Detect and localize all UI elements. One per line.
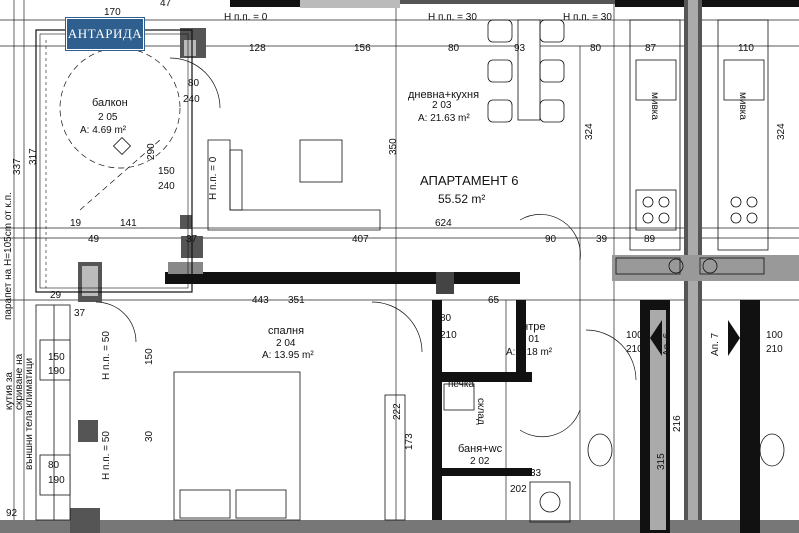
ap7-label: Ап. 7 xyxy=(710,332,721,356)
sill-label: H п.п. = 50 xyxy=(101,331,112,380)
room-name-bath: баня+wc xyxy=(458,443,503,455)
dim-label: 150 xyxy=(48,352,65,363)
sill-label: H п.п. = 0 xyxy=(224,12,268,23)
section-arrows xyxy=(650,320,740,356)
dim-label: 92 xyxy=(6,508,18,519)
storage-label: склад xyxy=(475,398,486,425)
dim-label: 93 xyxy=(514,43,526,54)
sink-label: мивка xyxy=(649,92,660,120)
room-labels: балкон 2 05 A: 4.69 m² дневна+кухня 2 03… xyxy=(80,89,553,479)
sill-label: H п.п. = 0 xyxy=(208,156,219,200)
room-code-living: 2 03 xyxy=(432,100,452,111)
dim-label: 624 xyxy=(435,218,452,229)
dim-label: 324 xyxy=(584,123,595,140)
sill-label: H п.п. = 30 xyxy=(428,12,477,23)
sink-label: мивка xyxy=(737,92,748,120)
dim-label: 80 xyxy=(188,78,200,89)
dim-label: 90 xyxy=(545,234,557,245)
dim-label: 173 xyxy=(404,433,415,450)
dim-label: 80 xyxy=(590,43,602,54)
bedroom-furniture xyxy=(173,371,406,521)
dim-label: 170 xyxy=(104,7,121,18)
dim-label: 29 xyxy=(50,290,62,301)
sill-label: H п.п. = 30 xyxy=(563,12,612,23)
room-name-living: дневна+кухня xyxy=(408,89,479,101)
dim-label: 210 xyxy=(626,344,643,355)
dim-label: 89 xyxy=(644,234,656,245)
room-code-hall: 2 01 xyxy=(520,334,540,345)
room-code-balcony: 2 05 xyxy=(98,112,118,123)
dim-label: 80 xyxy=(448,43,460,54)
dim-label: 190 xyxy=(48,475,65,486)
room-code-bath: 2 02 xyxy=(470,456,490,467)
bath-fixtures xyxy=(443,383,785,523)
room-area-bedroom: A: 13.95 m² xyxy=(262,350,314,361)
dim-label: 202 xyxy=(510,484,527,495)
ac-box-label: кутия за xyxy=(4,372,15,410)
sill-label: H п.п. = 50 xyxy=(101,431,112,480)
dim-label: 37 xyxy=(186,234,198,245)
ac-box-label: външни тела климатици xyxy=(24,358,35,470)
living-furniture xyxy=(207,19,769,275)
dim-label: 39 xyxy=(596,234,608,245)
annotations: H п.п. = 0 H п.п. = 30 H п.п. = 30 H п.п… xyxy=(3,12,748,480)
dim-label: 87 xyxy=(645,43,657,54)
oven-label: печка xyxy=(448,379,474,390)
dim-label: 100 xyxy=(766,330,783,341)
dim-label: 150 xyxy=(158,166,175,177)
parapet-label: парапет на H=105cm от к.п. xyxy=(3,192,14,320)
dim-label: 216 xyxy=(672,415,683,432)
logo-text: АНТАРИДА xyxy=(67,26,143,41)
room-code-bedroom: 2 04 xyxy=(276,338,296,349)
room-area-living: A: 21.63 m² xyxy=(418,113,470,124)
room-area-hall: A: 3.18 m² xyxy=(506,347,553,358)
dim-label: 222 xyxy=(392,403,403,420)
dim-label: 210 xyxy=(440,330,457,341)
dim-label: 210 xyxy=(766,344,783,355)
dim-label: 128 xyxy=(249,43,266,54)
dim-label: 30 xyxy=(144,430,155,442)
dim-label: 337 xyxy=(12,158,23,175)
apartment-area: 55.52 m² xyxy=(438,192,485,206)
dim-label: 65 xyxy=(488,295,500,306)
dim-label: 240 xyxy=(183,94,200,105)
dim-label: 240 xyxy=(158,181,175,192)
room-name-balcony: балкон xyxy=(92,97,128,109)
dim-label: 156 xyxy=(354,43,371,54)
dim-label: 47 xyxy=(160,0,172,9)
dim-label: 33 xyxy=(530,468,542,479)
dim-label: 80 xyxy=(440,313,452,324)
room-name-bedroom: спалня xyxy=(268,325,304,337)
dim-label: 141 xyxy=(120,218,137,229)
dim-label: 317 xyxy=(28,148,39,165)
door-swings xyxy=(95,57,637,438)
bedroom-window xyxy=(35,304,71,521)
ac-box-label: скриване на xyxy=(14,353,25,410)
dim-label: 150 xyxy=(144,348,155,365)
dim-label: 49 xyxy=(88,234,100,245)
apartment-title: АПАРТАМЕНТ 6 xyxy=(420,173,518,188)
dim-label: 351 xyxy=(288,295,305,306)
dim-label: 324 xyxy=(776,123,787,140)
dim-label: 110 xyxy=(738,43,754,54)
room-area-balcony: A: 4.69 m² xyxy=(80,125,127,136)
ap6-label: Ап. 6 xyxy=(662,332,673,356)
dim-label: 443 xyxy=(252,295,269,306)
dim-label: 80 xyxy=(48,460,60,471)
dim-label: 290 xyxy=(146,143,157,160)
room-name-hall: антре xyxy=(516,321,545,333)
dim-label: 19 xyxy=(70,218,82,229)
room-area-bath: A: 3.65 m² xyxy=(458,468,505,479)
dimension-labels: 170 47 128 156 80 93 80 87 110 80 240 15… xyxy=(6,0,787,519)
dim-label: 315 xyxy=(656,453,667,470)
dim-label: 350 xyxy=(388,138,399,155)
dim-label: 37 xyxy=(74,308,86,319)
dim-label: 190 xyxy=(48,366,65,377)
dim-label: 407 xyxy=(352,234,369,245)
company-logo: АНТАРИДА xyxy=(66,18,144,50)
dim-label: 100 xyxy=(626,330,643,341)
